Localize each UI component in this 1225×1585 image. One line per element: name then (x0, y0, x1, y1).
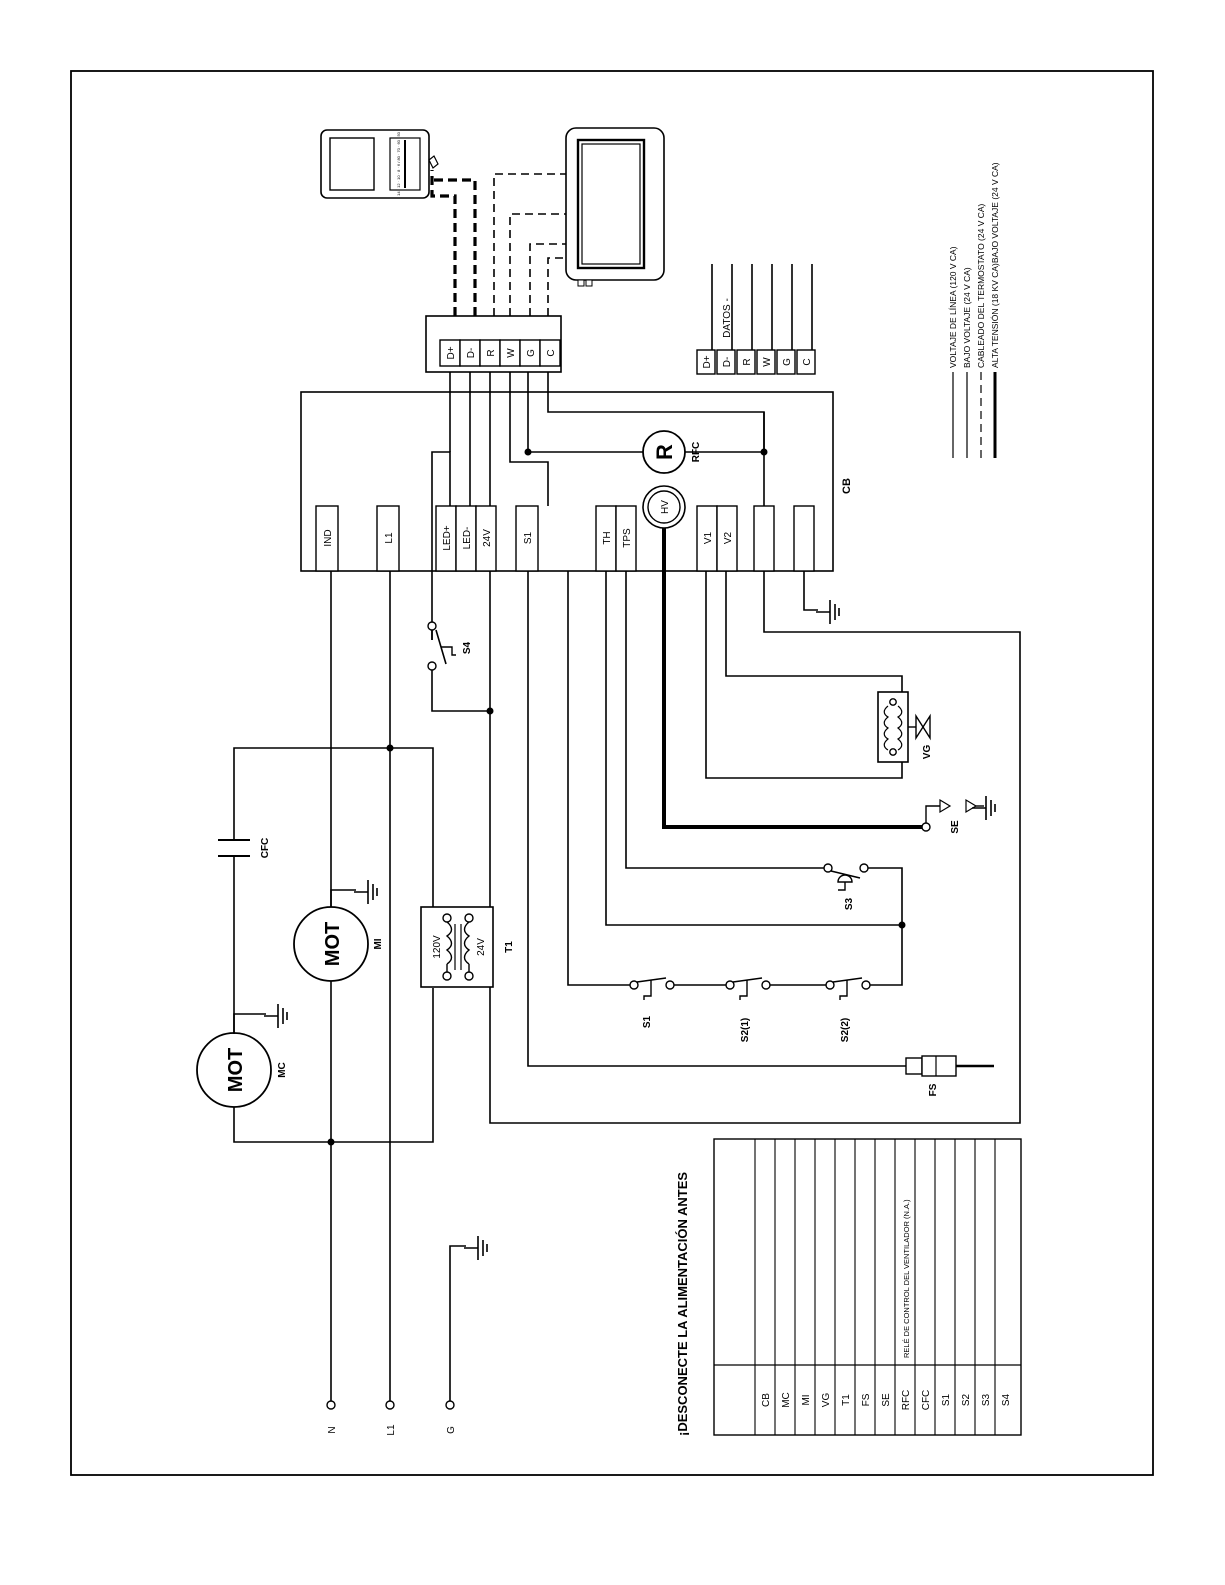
line-terminals: N L1 G (326, 1400, 457, 1436)
switch-s4: S4 (427, 621, 490, 712)
cb-terminals: IND L1 LED+ LED- 24V S1 TH TPS V1 V2 (315, 505, 815, 572)
t1-primary: 120V (432, 935, 443, 959)
right-terminal-block: D+ D- DATOS - R W G C (696, 264, 816, 375)
tb-d-plus: D+ (446, 346, 457, 359)
tb-d-minus: D- (466, 348, 477, 359)
mc-mot-text: MOT (225, 1048, 247, 1092)
spark-electrode-se: SE (921, 795, 996, 834)
key-code: S4 (1001, 1393, 1012, 1406)
hv-terminal: HV (642, 485, 686, 529)
motor-mi: MOT MI (293, 879, 384, 982)
cb-terminal-tps: TPS (622, 528, 633, 548)
switch-s2-2: S2(2) (825, 977, 871, 1042)
s3-label: S3 (844, 897, 855, 910)
transformer-t1: 120V 24V T1 (420, 906, 515, 988)
s4-label: S4 (462, 641, 473, 654)
key-code: FS (861, 1393, 872, 1406)
terminal-g: G (446, 1426, 457, 1434)
rb-datos: DATOS - (722, 298, 733, 338)
cb-terminal-l1: L1 (384, 532, 395, 544)
key-code: SE (881, 1393, 892, 1407)
hv-label: HV (660, 500, 671, 514)
rb-g: G (782, 358, 793, 366)
legend-line-voltage: VOLTAJE DE LÍNEA (120 V CA) (948, 246, 958, 368)
vg-label: VG (922, 745, 933, 760)
key-code: CB (761, 1393, 772, 1407)
terminal-l1: L1 (386, 1424, 397, 1436)
rb-w: W (762, 357, 773, 367)
legend-thermostat-wiring: CABLEADO DEL TERMOSTATO (24 V CA) (976, 203, 986, 368)
cb-terminal-v2: V2 (723, 531, 734, 544)
mi-label: MI (373, 938, 384, 949)
cb-label: CB (841, 478, 853, 494)
display-controller (565, 127, 665, 287)
t1-label: T1 (504, 941, 515, 953)
t1-secondary: 24V (476, 938, 487, 956)
cb-terminal-s1: S1 (523, 531, 534, 544)
cb-terminal-led-minus: LED- (462, 527, 473, 550)
relay-label: RFC (691, 442, 702, 463)
cb-terminal-led-plus: LED+ (442, 525, 453, 550)
control-board: CB IND L1 LED+ LED- 24V S1 TH TPS V1 V2 (300, 370, 853, 640)
flame-sensor-fs: FS (905, 1055, 994, 1096)
cfc-label: CFC (260, 838, 271, 859)
relay-symbol: R (652, 444, 677, 460)
thermostat-scale: 14 · 12 · 10 · 8 · 6 / 80 · 70 · 60 · 50 (396, 131, 401, 196)
fs-label: FS (928, 1083, 939, 1096)
cb-terminal-24v: 24V (482, 529, 493, 547)
key-table: CB MC MI VG T1 FS SE RFC RELÉ DE CONTROL… (713, 1138, 1022, 1436)
s2-2-label: S2(2) (840, 1018, 851, 1042)
warning-title-group: ¡DESCONECTE LA ALIMENTACIÓN ANTES (675, 1172, 690, 1436)
cb-terminal-v1: V1 (703, 531, 714, 544)
switch-s2-1: S2(1) (725, 977, 771, 1042)
key-code: MI (801, 1394, 812, 1405)
tb-r: R (486, 349, 497, 356)
legend-low-voltage: BAJO VOLTAJE (24 V CA) (962, 267, 972, 368)
cb-terminal-ind: IND (323, 529, 334, 546)
mi-mot-text: MOT (322, 922, 344, 966)
key-code: S1 (941, 1393, 952, 1406)
key-code: S2 (961, 1393, 972, 1406)
key-code: VG (821, 1393, 832, 1408)
gas-valve-vg: VG (877, 691, 933, 763)
rb-c: C (802, 358, 813, 365)
rb-d-minus: D- (722, 357, 733, 368)
s1-label: S1 (642, 1015, 653, 1028)
key-code: T1 (841, 1394, 852, 1406)
thermostat-device: 14 · 12 · 10 · 8 · 6 / 80 · 70 · 60 · 50 (320, 129, 439, 199)
legend-high-voltage: ALTA TENSIÓN (18 KV CA)BAJO VOLTAJE (24 … (990, 162, 1000, 368)
warning-title: ¡DESCONECTE LA ALIMENTACIÓN ANTES (675, 1172, 690, 1436)
switch-s3: S3 (823, 863, 869, 910)
se-label: SE (950, 820, 961, 834)
switch-s1: S1 (629, 977, 675, 1028)
cb-terminal-th: TH (602, 531, 613, 544)
mc-label: MC (277, 1062, 288, 1078)
key-code: RFC (901, 1390, 912, 1411)
tb-g: G (526, 349, 537, 357)
tb-w: W (506, 348, 517, 358)
tb-c: C (546, 349, 557, 356)
capacitor-cfc: CFC (218, 836, 271, 860)
thermostat-terminal-block: D+ D- R W G C (425, 315, 562, 373)
relay-rfc: R RFC (642, 430, 702, 474)
legend: VOLTAJE DE LÍNEA (120 V CA) BAJO VOLTAJE… (948, 162, 1000, 458)
page-frame (70, 70, 1154, 1476)
motor-mc: MOT MC (196, 1003, 288, 1108)
key-code: CFC (921, 1390, 932, 1411)
rb-d-plus: D+ (702, 355, 713, 368)
key-code: S3 (981, 1393, 992, 1406)
key-code: MC (781, 1392, 792, 1408)
terminal-n: N (327, 1426, 338, 1433)
rb-r: R (742, 358, 753, 365)
s2-1-label: S2(1) (740, 1018, 751, 1042)
key-desc: RELÉ DE CONTROL DEL VENTILADOR (N.A.) (902, 1199, 911, 1358)
